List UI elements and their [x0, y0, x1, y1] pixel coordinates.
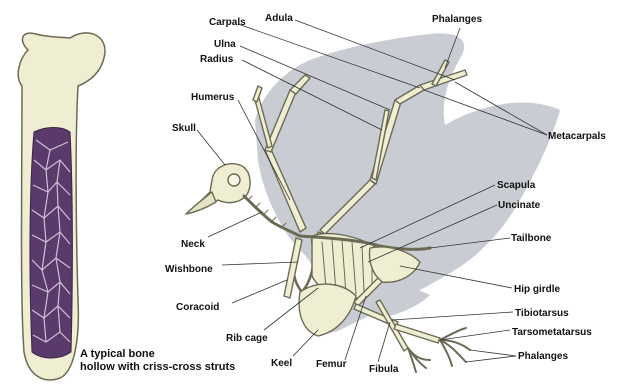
keel-bone — [299, 284, 356, 336]
leader-tibiotarsus — [392, 312, 513, 320]
leader-neck — [208, 212, 262, 237]
label-carpals: Carpals — [209, 17, 246, 28]
bone-caption: A typical bone hollow with criss-cross s… — [80, 348, 235, 374]
label-rib-cage: Rib cage — [226, 333, 268, 344]
toes-left — [408, 348, 430, 372]
label-keel: Keel — [271, 358, 292, 369]
label-scapula: Scapula — [497, 180, 535, 191]
label-uncinate: Uncinate — [498, 200, 540, 211]
label-coracoid: Coracoid — [176, 302, 219, 313]
leader-coracoid — [232, 280, 287, 303]
toes-right — [440, 328, 470, 366]
label-tibiotarsus: Tibiotarsus — [515, 308, 569, 319]
label-neck: Neck — [181, 239, 205, 250]
label-adula: Adula — [265, 13, 293, 24]
leader-phalanges-bottom-2 — [466, 356, 516, 362]
label-phalanges-top: Phalanges — [432, 14, 482, 25]
bone-caption-line-1: A typical bone — [80, 348, 235, 361]
leader-phalanges-bottom-1 — [470, 350, 516, 356]
label-ulna: Ulna — [214, 39, 236, 50]
label-wishbone: Wishbone — [165, 264, 213, 275]
label-skull: Skull — [172, 123, 196, 134]
label-phalanges-bottom: Phalanges — [518, 351, 568, 362]
label-tailbone: Tailbone — [511, 233, 551, 244]
label-tarsometatarsus: Tarsometatarsus — [512, 327, 592, 338]
label-femur: Femur — [316, 359, 347, 370]
leader-fibula — [378, 322, 390, 362]
typical-bone — [18, 33, 105, 380]
beak — [186, 192, 216, 214]
label-radius: Radius — [200, 54, 233, 65]
label-metacarpals: Metacarpals — [548, 131, 606, 142]
bone-caption-line-2: hollow with criss-cross struts — [80, 361, 235, 374]
leader-skull — [197, 130, 225, 165]
leader-keel — [293, 330, 318, 356]
leader-wishbone — [222, 262, 298, 265]
eye-socket — [228, 174, 240, 186]
label-fibula: Fibula — [369, 364, 398, 375]
label-hip-girdle: Hip girdle — [514, 284, 560, 295]
label-humerus: Humerus — [191, 92, 234, 103]
